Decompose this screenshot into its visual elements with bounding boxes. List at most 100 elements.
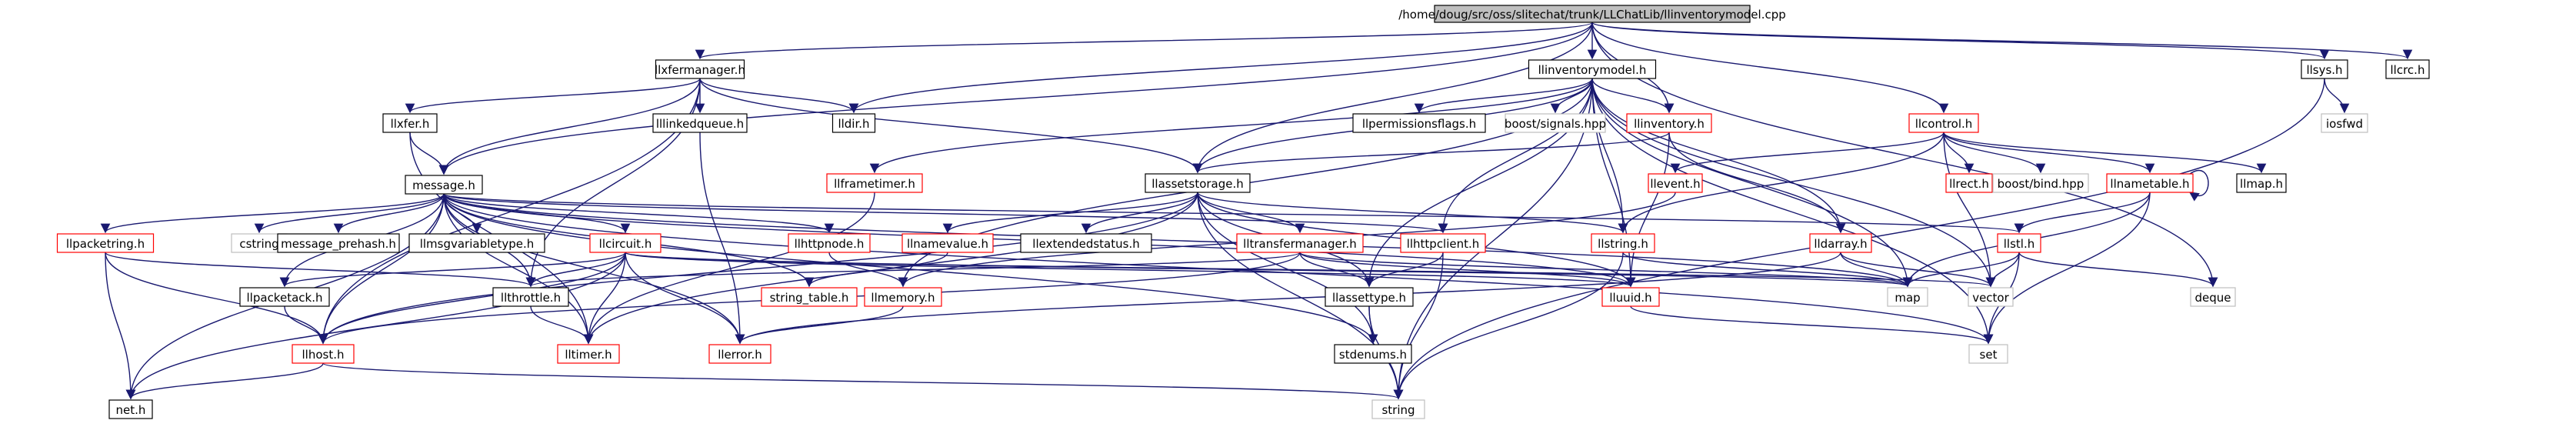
node-box-stdenums[interactable] xyxy=(1334,344,1412,364)
node-box-llhost[interactable] xyxy=(292,344,355,364)
node-box-lldarray[interactable] xyxy=(1809,233,1872,253)
node-box-llthrottle[interactable] xyxy=(492,287,569,307)
node-box-llevent[interactable] xyxy=(1648,173,1703,193)
node-llxfermanager[interactable]: llxfermanager.h xyxy=(655,59,745,79)
node-box-llnametable[interactable] xyxy=(2106,173,2194,193)
node-box-llstl[interactable] xyxy=(1997,233,2041,253)
node-iosfwd[interactable]: iosfwd xyxy=(2321,113,2368,133)
node-box-boostbind[interactable] xyxy=(1992,173,2089,193)
node-string[interactable]: string xyxy=(1371,399,1425,419)
node-llinventory[interactable]: llinventory.h xyxy=(1626,113,1712,133)
edge-llxfermanager-to-lldir xyxy=(699,78,859,114)
node-lltimer[interactable]: lltimer.h xyxy=(557,344,620,364)
node-box-llhttpnode[interactable] xyxy=(788,233,871,253)
node-stdenums[interactable]: stdenums.h xyxy=(1334,344,1412,364)
node-llpacketack[interactable]: llpacketack.h xyxy=(239,287,330,307)
node-box-lluuid[interactable] xyxy=(1601,287,1660,307)
node-llhttpnode[interactable]: llhttpnode.h xyxy=(788,233,871,253)
node-box-llassettype[interactable] xyxy=(1325,287,1414,307)
node-box-llpacketack[interactable] xyxy=(239,287,330,307)
node-lluuid[interactable]: lluuid.h xyxy=(1601,287,1660,307)
node-root[interactable]: /home/doug/src/oss/slitechat/trunk/LLCha… xyxy=(1398,5,1786,23)
node-box-llxfer[interactable] xyxy=(382,113,438,133)
node-message_prehash[interactable]: message_prehash.h xyxy=(277,233,400,253)
edge-llxfermanager-to-llxfer xyxy=(405,78,701,114)
node-box-llcircuit[interactable] xyxy=(589,233,661,253)
node-box-llmemory[interactable] xyxy=(864,287,942,307)
node-box-lldir[interactable] xyxy=(831,113,876,133)
node-lldir[interactable]: lldir.h xyxy=(831,113,876,133)
node-llmap[interactable]: llmap.h xyxy=(2236,173,2287,193)
node-box-llrect[interactable] xyxy=(1945,173,1993,193)
node-set[interactable]: set xyxy=(1968,344,2008,364)
node-llframetimer[interactable]: llframetimer.h xyxy=(826,173,923,193)
node-box-llcrc[interactable] xyxy=(2385,59,2430,79)
node-box-string_table[interactable] xyxy=(761,287,858,307)
node-box-llerror[interactable] xyxy=(708,344,771,364)
node-llmemory[interactable]: llmemory.h xyxy=(864,287,942,307)
node-llhost[interactable]: llhost.h xyxy=(292,344,355,364)
node-box-llmap[interactable] xyxy=(2236,173,2287,193)
node-llevent[interactable]: llevent.h xyxy=(1648,173,1703,193)
node-message[interactable]: message.h xyxy=(405,175,483,195)
node-box-llextendedstatus[interactable] xyxy=(1020,233,1152,253)
node-box-llxfermanager[interactable] xyxy=(655,59,745,79)
node-box-root[interactable] xyxy=(1434,5,1751,23)
node-string_table[interactable]: string_table.h xyxy=(761,287,858,307)
node-box-llstring[interactable] xyxy=(1591,233,1655,253)
node-llstring[interactable]: llstring.h xyxy=(1591,233,1655,253)
node-vector[interactable]: vector xyxy=(1968,287,2014,307)
node-box-boostsignals[interactable] xyxy=(1505,113,1606,133)
node-box-llinventory[interactable] xyxy=(1626,113,1712,133)
node-llpermissionsflags[interactable]: llpermissionsflags.h xyxy=(1352,113,1486,133)
node-llsys[interactable]: llsys.h xyxy=(2301,59,2348,79)
node-lltransfermanager[interactable]: lltransfermanager.h xyxy=(1236,233,1364,253)
node-box-message[interactable] xyxy=(405,175,483,195)
node-box-llinventorymodel[interactable] xyxy=(1528,59,1657,79)
node-llinventorymodel[interactable]: llinventorymodel.h xyxy=(1528,59,1657,79)
node-box-lllinkedqueue[interactable] xyxy=(652,113,748,133)
node-llrect[interactable]: llrect.h xyxy=(1945,173,1993,193)
node-deque[interactable]: deque xyxy=(2190,287,2236,307)
node-llextendedstatus[interactable]: llextendedstatus.h xyxy=(1020,233,1152,253)
node-box-llhttpclient[interactable] xyxy=(1400,233,1486,253)
node-llerror[interactable]: llerror.h xyxy=(708,344,771,364)
node-llxfer[interactable]: llxfer.h xyxy=(382,113,438,133)
node-llthrottle[interactable]: llthrottle.h xyxy=(492,287,569,307)
node-box-lltimer[interactable] xyxy=(557,344,620,364)
node-boostbind[interactable]: boost/bind.hpp xyxy=(1992,173,2089,193)
node-net[interactable]: net.h xyxy=(108,399,153,419)
node-llhttpclient[interactable]: llhttpclient.h xyxy=(1400,233,1486,253)
node-box-vector[interactable] xyxy=(1968,287,2014,307)
node-box-set[interactable] xyxy=(1968,344,2008,364)
node-llassetstorage[interactable]: llassetstorage.h xyxy=(1145,173,1251,193)
node-box-llmsgvariabletype[interactable] xyxy=(408,233,545,253)
node-box-iosfwd[interactable] xyxy=(2321,113,2368,133)
node-box-llframetimer[interactable] xyxy=(826,173,923,193)
node-llnametable[interactable]: llnametable.h xyxy=(2106,173,2194,193)
node-llcircuit[interactable]: llcircuit.h xyxy=(589,233,661,253)
node-llassettype[interactable]: llassettype.h xyxy=(1325,287,1414,307)
node-box-llpermissionsflags[interactable] xyxy=(1352,113,1486,133)
node-llpacketring[interactable]: llpacketring.h xyxy=(56,233,155,253)
node-llmsgvariabletype[interactable]: llmsgvariabletype.h xyxy=(408,233,545,253)
node-box-llcontrol[interactable] xyxy=(1908,113,1979,133)
node-box-string[interactable] xyxy=(1371,399,1425,419)
node-llcrc[interactable]: llcrc.h xyxy=(2385,59,2430,79)
node-box-lltransfermanager[interactable] xyxy=(1236,233,1364,253)
node-box-deque[interactable] xyxy=(2190,287,2236,307)
node-boostsignals[interactable]: boost/signals.hpp xyxy=(1505,113,1606,133)
node-box-llsys[interactable] xyxy=(2301,59,2348,79)
node-lllinkedqueue[interactable]: lllinkedqueue.h xyxy=(652,113,748,133)
node-llnamevalue[interactable]: llnamevalue.h xyxy=(901,233,994,253)
node-box-message_prehash[interactable] xyxy=(277,233,400,253)
node-box-llnamevalue[interactable] xyxy=(901,233,994,253)
node-llstl[interactable]: llstl.h xyxy=(1997,233,2041,253)
node-llcontrol[interactable]: llcontrol.h xyxy=(1908,113,1979,133)
node-box-map[interactable] xyxy=(1887,287,1928,307)
node-box-llpacketring[interactable] xyxy=(56,233,155,253)
node-box-net[interactable] xyxy=(108,399,153,419)
node-map[interactable]: map xyxy=(1887,287,1928,307)
node-lldarray[interactable]: lldarray.h xyxy=(1809,233,1872,253)
node-box-llassetstorage[interactable] xyxy=(1145,173,1251,193)
